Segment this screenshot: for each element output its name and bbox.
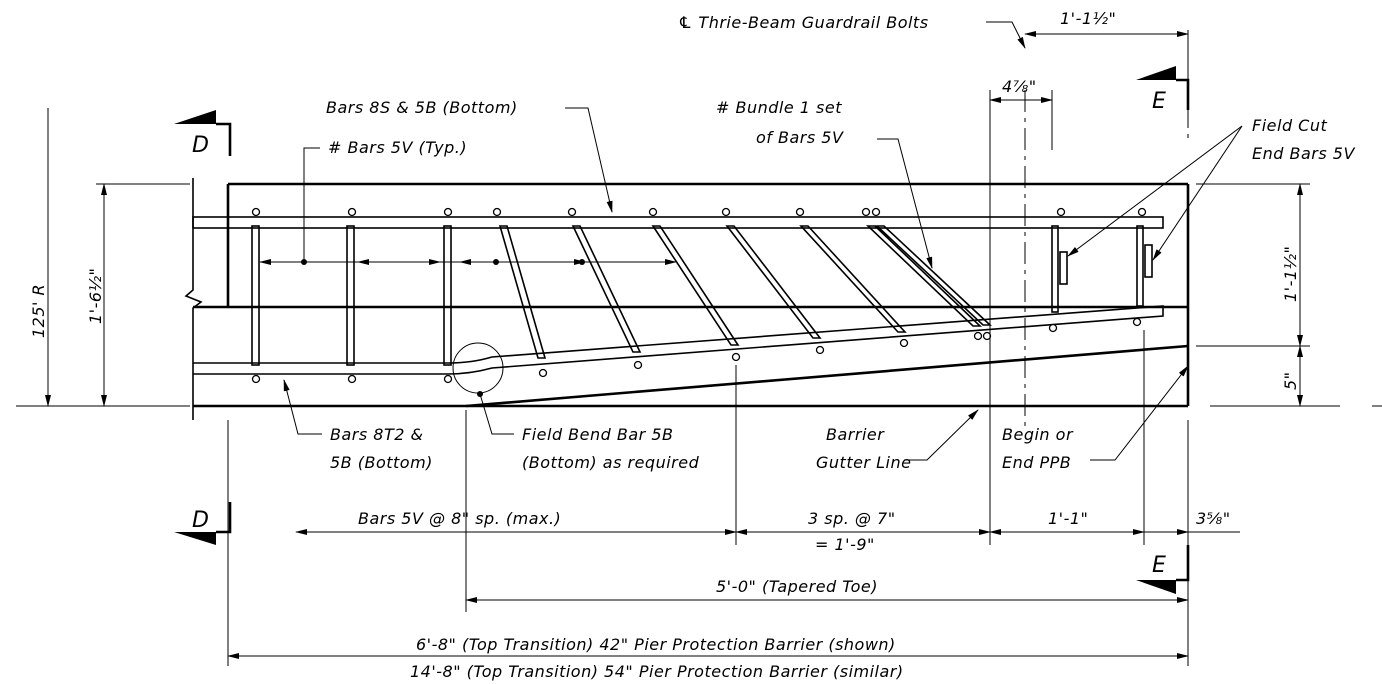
- field-bend-label-1: Field Bend Bar 5B: [522, 425, 673, 444]
- three-spaces-total-dim: = 1'-9": [815, 535, 875, 554]
- bars-8t2-label-2: 5B (Bottom): [330, 453, 433, 472]
- section-label-e-top: E: [1152, 89, 1166, 114]
- height-right-dim: 1'-1½": [1281, 246, 1300, 302]
- dimension-lines: [45, 31, 1303, 659]
- ppb-label-1: Begin or: [1002, 425, 1074, 444]
- field-bend-label-2: (Bottom) as required: [522, 453, 700, 472]
- section-label-e-bottom: E: [1152, 553, 1166, 578]
- end-offset-dim: 3⅝": [1196, 509, 1231, 528]
- section-label-d-bottom: D: [192, 508, 209, 533]
- gutter-label-1: Barrier: [826, 425, 885, 444]
- gutter-label-2: Gutter Line: [816, 453, 911, 472]
- section-marker-e-top: [1136, 66, 1190, 110]
- section-label-d-top: D: [192, 133, 209, 158]
- extension-lines: [16, 30, 1382, 666]
- field-cut-label-1: Field Cut: [1252, 116, 1327, 135]
- inclined-bars-5v: [498, 225, 993, 359]
- transition-54-dim: 14'-8" (Top Transition) 54" Pier Protect…: [410, 662, 904, 681]
- bundle-label-1: # Bundle 1 set: [716, 98, 842, 117]
- bolt-offset-dim: 4⅞": [1002, 77, 1037, 96]
- leader-lines: [283, 21, 1243, 461]
- field-cut-label-2: End Bars 5V: [1252, 144, 1355, 163]
- bar-ends: [251, 207, 1147, 384]
- bars-8s-5b-label: Bars 8S & 5B (Bottom): [326, 98, 518, 117]
- barrier-outline: [184, 178, 1190, 420]
- vertical-bars-5v: [251, 225, 452, 366]
- section-marker-d-top: [174, 110, 232, 156]
- section-marker-e-bottom: [1136, 545, 1190, 594]
- guardrail-bolts-label: ℄ Thrie-Beam Guardrail Bolts: [678, 13, 929, 32]
- bars-spacing-dim: Bars 5V @ 8" sp. (max.): [358, 509, 561, 528]
- height-left-dim: 1'-6½": [86, 268, 105, 324]
- top-right-dim: 1'-1½": [1060, 9, 1116, 28]
- one-foot-one-dim: 1'-1": [1048, 509, 1088, 528]
- bars-8t2-label-1: Bars 8T2 &: [330, 425, 423, 444]
- toe-height-dim: 5": [1281, 371, 1300, 390]
- bundle-label-2: of Bars 5V: [756, 128, 844, 147]
- transition-42-dim: 6'-8" (Top Transition) 42" Pier Protecti…: [416, 635, 896, 654]
- section-marker-d-bottom: [174, 502, 232, 545]
- three-spaces-dim: 3 sp. @ 7": [808, 509, 896, 528]
- tapered-toe-dim: 5'-0" (Tapered Toe): [716, 577, 878, 596]
- bottom-longitudinal-bar: [193, 305, 1164, 375]
- ppb-label-2: End PPB: [1002, 453, 1071, 472]
- radius-dim: 125' R: [29, 284, 48, 338]
- bars-5v-typ-label: # Bars 5V (Typ.): [328, 138, 467, 157]
- top-longitudinal-bar: [192, 216, 1164, 229]
- end-bars-5v: [1051, 225, 1153, 313]
